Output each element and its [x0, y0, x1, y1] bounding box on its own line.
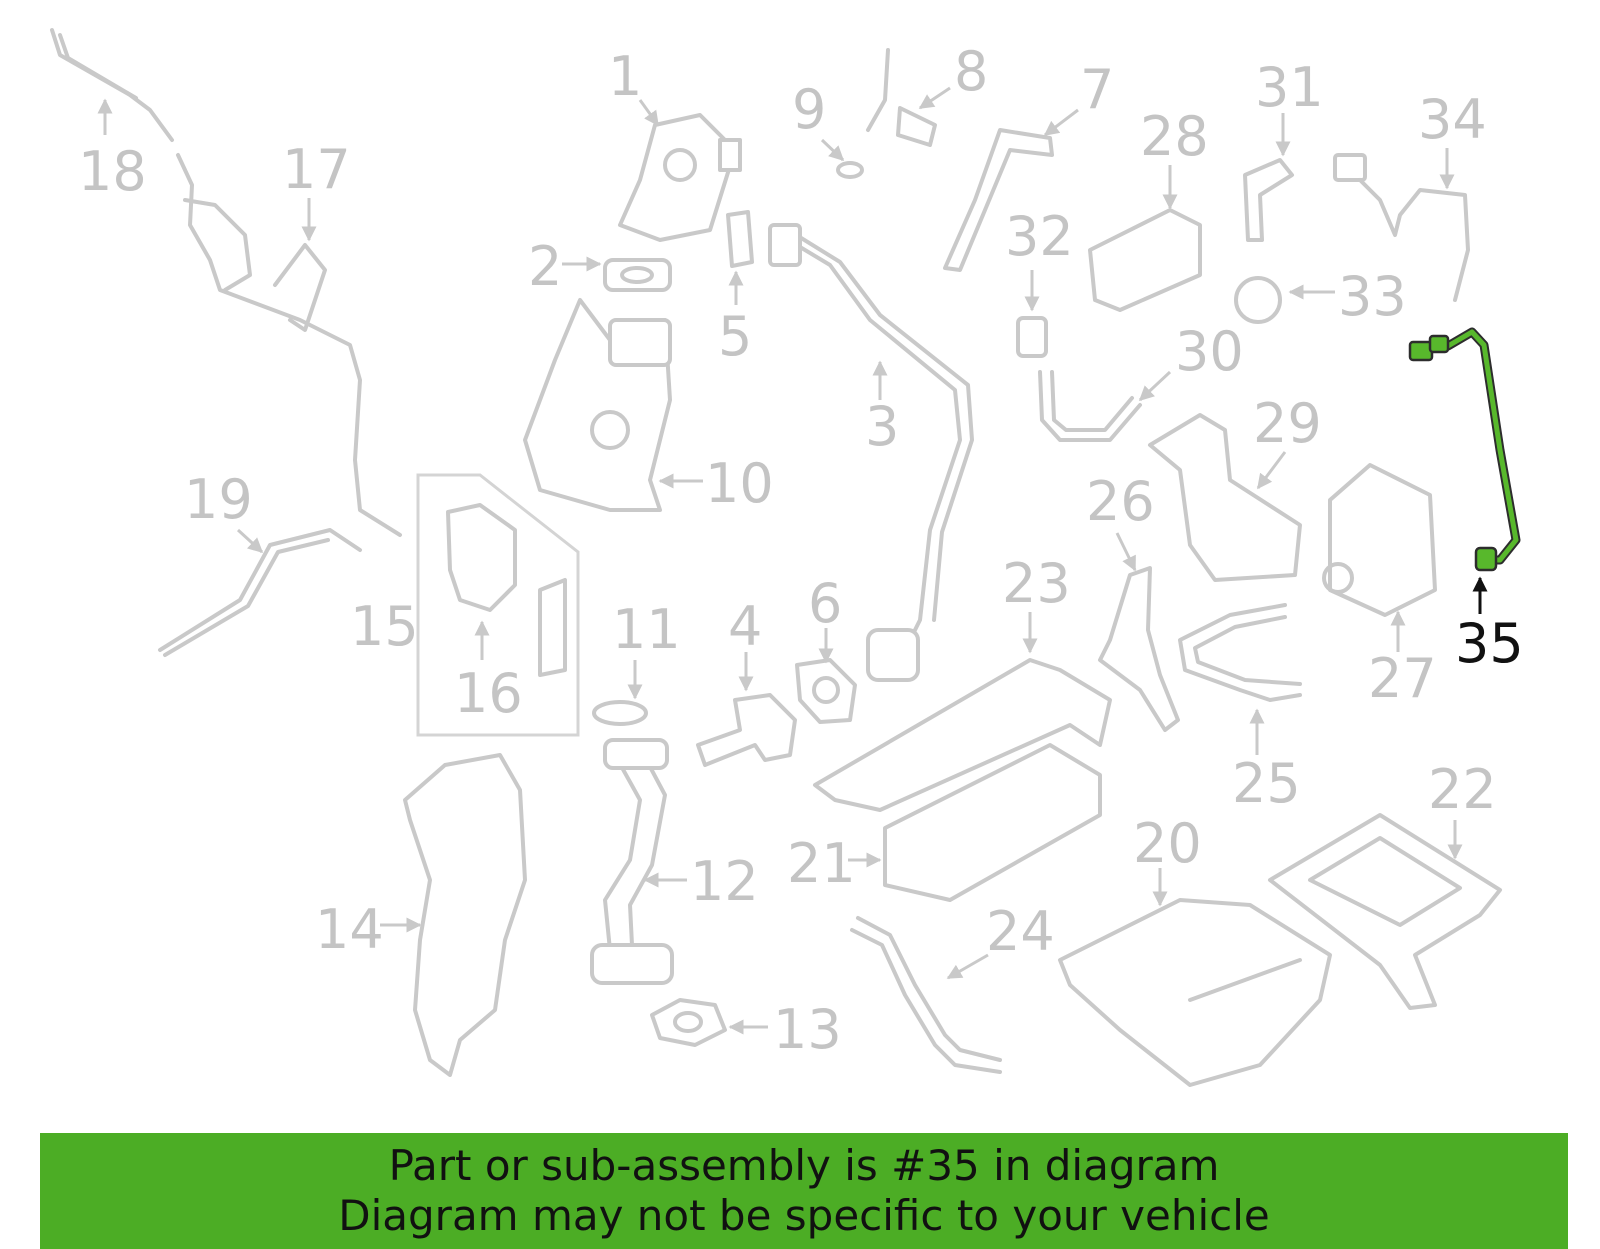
callout-27[interactable]: 27 [1368, 647, 1437, 710]
part-3-pipe [768, 223, 974, 682]
callout-20[interactable]: 20 [1133, 812, 1202, 875]
part-26-bracket [1098, 532, 1180, 732]
part-28-canister [1088, 165, 1202, 312]
part-14-heat-shield [380, 753, 527, 1077]
part-25-hose [1178, 603, 1302, 755]
callout-5[interactable]: 5 [718, 305, 752, 368]
callout-6[interactable]: 6 [808, 572, 842, 635]
part-20-canister [1058, 868, 1332, 1087]
callout-23[interactable]: 23 [1002, 552, 1071, 615]
part-1-egr-valve [618, 99, 742, 242]
callout-2[interactable]: 2 [528, 235, 562, 298]
part-15-16-group [416, 473, 580, 737]
callout-24[interactable]: 24 [986, 900, 1055, 963]
part-19-hose [158, 528, 362, 657]
callout-30[interactable]: 30 [1175, 320, 1244, 383]
part-12-pipe [590, 738, 687, 985]
callout-16[interactable]: 16 [454, 662, 523, 725]
part-4-fitting [696, 652, 797, 767]
banner-line-1: Part or sub-assembly is #35 in diagram [388, 1141, 1220, 1190]
part-21-canister [848, 743, 1102, 902]
callout-7[interactable]: 7 [1080, 58, 1114, 121]
part-29-bracket [1148, 413, 1302, 582]
callout-labels: 1 2 3 4 5 6 7 8 9 10 11 12 13 14 15 16 1… [78, 40, 1524, 1061]
callout-35[interactable]: 35 [1455, 612, 1524, 675]
callout-11[interactable]: 11 [612, 598, 681, 661]
callout-21[interactable]: 21 [787, 832, 856, 895]
callout-29[interactable]: 29 [1253, 392, 1322, 455]
callout-9[interactable]: 9 [792, 78, 826, 141]
callout-22[interactable]: 22 [1428, 758, 1497, 821]
callout-32[interactable]: 32 [1005, 205, 1074, 268]
part-2-gasket [562, 256, 672, 292]
callout-1[interactable]: 1 [608, 45, 642, 108]
part-13-gasket [650, 998, 768, 1047]
part-18-hose [50, 28, 174, 142]
part-5-gasket [726, 210, 754, 305]
part-6-gasket [795, 628, 857, 724]
part-7-bracket [943, 108, 1079, 272]
banner-line-2: Diagram may not be specific to your vehi… [338, 1191, 1270, 1240]
part-10-egr-cooler [523, 298, 703, 512]
part-17-bracket-pipe [176, 153, 402, 537]
part-11-gasket [592, 660, 648, 726]
callout-14[interactable]: 14 [315, 898, 384, 961]
callout-18[interactable]: 18 [78, 140, 147, 203]
callout-13[interactable]: 13 [773, 998, 842, 1061]
callout-4[interactable]: 4 [728, 595, 762, 658]
part-23-bracket [813, 612, 1112, 812]
callout-25[interactable]: 25 [1232, 752, 1301, 815]
info-banner: Part or sub-assembly is #35 in diagram D… [40, 1133, 1568, 1249]
callout-28[interactable]: 28 [1140, 105, 1209, 168]
part-24-hose [850, 916, 1002, 1074]
callout-31[interactable]: 31 [1255, 56, 1324, 119]
callout-19[interactable]: 19 [184, 468, 253, 531]
callout-3[interactable]: 3 [865, 395, 899, 458]
callout-26[interactable]: 26 [1086, 470, 1155, 533]
part-31-hose [1243, 113, 1294, 242]
callout-10[interactable]: 10 [705, 452, 774, 515]
callout-17[interactable]: 17 [282, 138, 351, 201]
part-8-9-sensor [820, 48, 951, 179]
part-34-sensor [1333, 148, 1470, 302]
part-30-32-hose [1016, 270, 1172, 442]
callout-8[interactable]: 8 [954, 40, 988, 103]
callout-15[interactable]: 15 [350, 595, 419, 658]
callout-12[interactable]: 12 [690, 850, 759, 913]
part-27-pump [1322, 463, 1437, 652]
callout-33[interactable]: 33 [1338, 265, 1407, 328]
part-33-valve [1234, 276, 1335, 324]
part-22-frame [1268, 813, 1502, 1010]
part-35-highlighted[interactable] [1408, 327, 1521, 614]
callout-34[interactable]: 34 [1418, 88, 1487, 151]
